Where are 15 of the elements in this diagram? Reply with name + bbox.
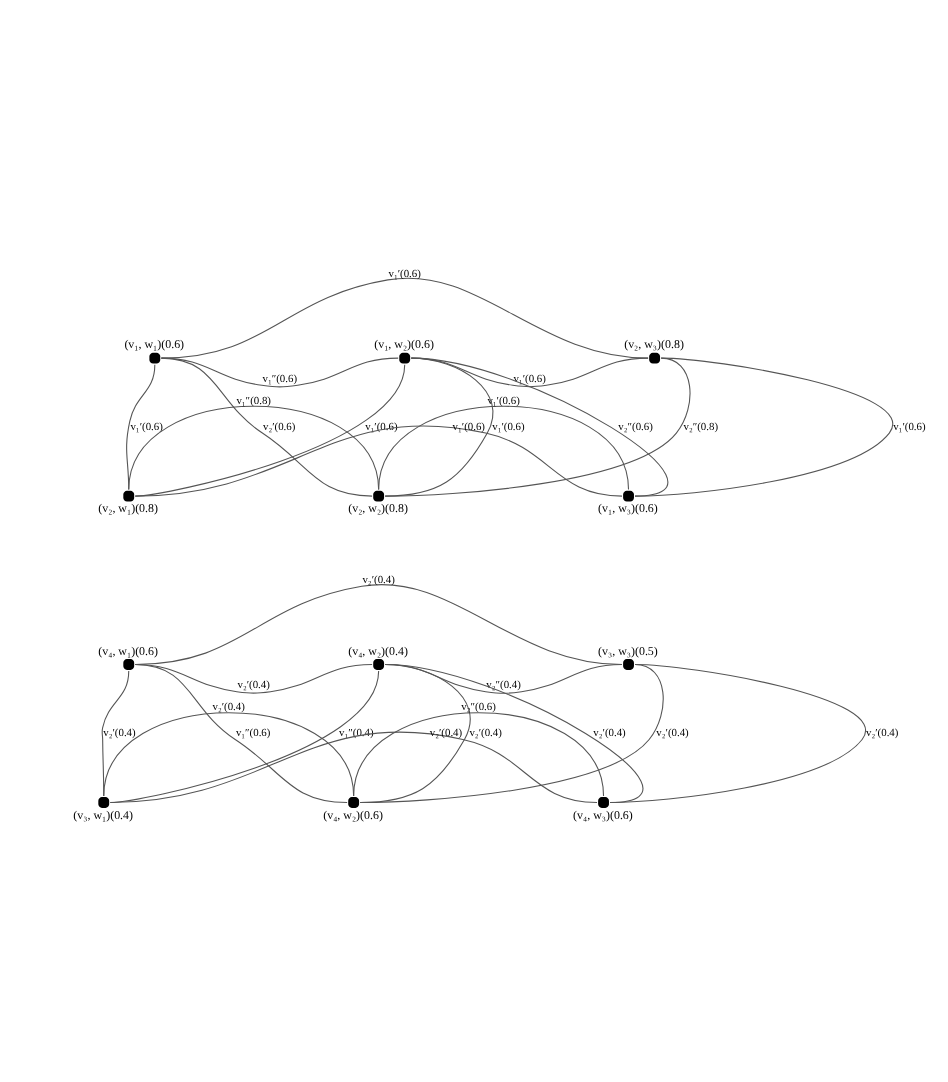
connector: [384, 356, 691, 496]
connector: [410, 356, 668, 496]
connector: [128, 404, 380, 490]
connector: [384, 662, 643, 803]
connector: [353, 711, 605, 796]
connector: [134, 662, 348, 803]
connector: [378, 404, 630, 490]
connector: [609, 662, 867, 803]
connector: [109, 730, 598, 803]
connector: [634, 356, 894, 496]
connector: [160, 356, 373, 496]
connector: [359, 662, 664, 803]
connector: [103, 711, 355, 796]
connector: [160, 276, 649, 358]
connector: [134, 424, 623, 496]
